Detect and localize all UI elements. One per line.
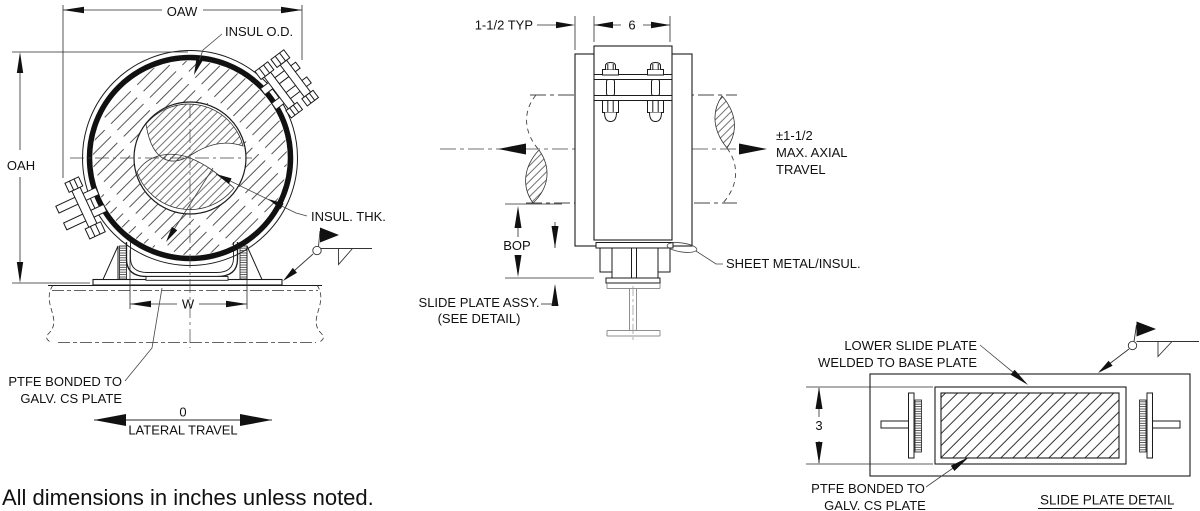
- clamp-lug-right: [254, 49, 320, 119]
- dim-typ-label: 1-1/2 TYP: [475, 18, 533, 33]
- dim-oah-label: OAH: [7, 158, 35, 173]
- saddle-slide-plate: [145, 276, 229, 281]
- callout-ptfe-front: [124, 287, 163, 382]
- dim-bop: [505, 203, 594, 279]
- callout-insul-od-label: INSUL O.D.: [225, 24, 293, 39]
- saddle-strap-inner: [130, 242, 234, 273]
- axial-label-line2: MAX. AXIAL: [776, 145, 848, 160]
- callout-ptfe-detail-line2: GALV. CS PLATE: [824, 498, 926, 511]
- saddle-stiffener-right: [239, 245, 248, 280]
- dim-lateral-travel-label: LATERAL TRAVEL: [128, 423, 237, 438]
- callout-ptfe-detail: [925, 457, 969, 488]
- detail-guide-bolt-right: [1139, 392, 1181, 459]
- callout-lower-plate-line1: LOWER SLIDE PLATE: [844, 338, 977, 353]
- detail-guide-bolt-left: [880, 392, 922, 459]
- slide-plate-assembly: [595, 242, 674, 284]
- axial-label-line1: ±1-1/2: [776, 128, 813, 143]
- callout-insul-od: [194, 33, 223, 75]
- callout-sheet-metal-label: SHEET METAL/INSUL.: [726, 256, 861, 271]
- gusset-left: [102, 245, 119, 280]
- pipe-break-leaf-right: [714, 95, 735, 149]
- detail-title: SLIDE PLATE DETAIL: [1040, 493, 1175, 508]
- dim-oaw-label: OAW: [167, 4, 198, 19]
- side-view: ±1-1/2 MAX. AXIAL TRAVEL: [419, 16, 861, 340]
- pipe-break-leaf-left: [525, 149, 548, 204]
- dim-six: [574, 16, 671, 50]
- saddle: [102, 242, 263, 281]
- general-note: All dimensions in inches unless noted.: [2, 485, 374, 510]
- weld-symbol-front: [283, 227, 372, 281]
- callout-ptfe-detail-line1: PTFE BONDED TO: [811, 481, 925, 496]
- clamp-nuts-bottom: [602, 100, 664, 123]
- callout-slide-assy-line2: (SEE DETAIL): [438, 311, 521, 326]
- saddle-stiffener-left: [119, 245, 127, 280]
- callout-ptfe-front-line2: GALV. CS PLATE: [20, 391, 122, 406]
- detail-view: 3 LOWER SLIDE PLATE WELDED TO BASE PLATE…: [806, 321, 1199, 511]
- beam-surface: [46, 284, 324, 344]
- dim-oaw: [62, 5, 303, 178]
- axial-arrow-left: [498, 143, 526, 155]
- dim-w-label: W: [182, 297, 195, 312]
- callout-insul-thk: [215, 173, 308, 217]
- dim-three-label: 3: [815, 418, 822, 433]
- callout-slide-assy-line1: SLIDE PLATE ASSY.: [419, 295, 540, 310]
- dim-lateral-travel-value: 0: [179, 405, 186, 420]
- weld-symbol-detail: [1098, 321, 1199, 373]
- dim-typ: [537, 21, 575, 29]
- dim-oah: [12, 51, 188, 284]
- front-view: OAW OAH W INSUL O.D. INSUL. THK. PTFE BO…: [7, 4, 386, 438]
- pipe-break-lower: [136, 153, 235, 210]
- dim-lateral-travel: [94, 414, 272, 426]
- axial-label-line3: TRAVEL: [776, 162, 826, 177]
- clamp-flange-bands: [593, 74, 673, 101]
- dim-three: [806, 386, 933, 465]
- gusset-right: [246, 245, 263, 280]
- callout-lower-plate-line2: WELDED TO BASE PLATE: [818, 355, 977, 370]
- callout-sheet-metal: [666, 242, 723, 265]
- clamp-studs: [606, 79, 660, 96]
- callout-ptfe-front-line1: PTFE BONDED TO: [8, 374, 122, 389]
- callout-insul-thk-label: INSUL. THK.: [311, 209, 386, 224]
- i-beam: [606, 283, 661, 340]
- dim-slide-assy: [541, 222, 559, 306]
- callout-lower-plate: [979, 344, 1028, 385]
- axial-arrow-right: [739, 143, 767, 155]
- bore-radius-leader: [166, 167, 214, 242]
- detail-ptfe-plate: [940, 392, 1120, 459]
- front-centerlines: [70, 104, 252, 348]
- dim-six-label: 6: [628, 18, 635, 33]
- clamp-bolts-top: [602, 61, 664, 76]
- clamp-lug-left: [55, 176, 108, 240]
- dim-w: [129, 250, 248, 309]
- dim-bop-label: BOP: [503, 238, 530, 253]
